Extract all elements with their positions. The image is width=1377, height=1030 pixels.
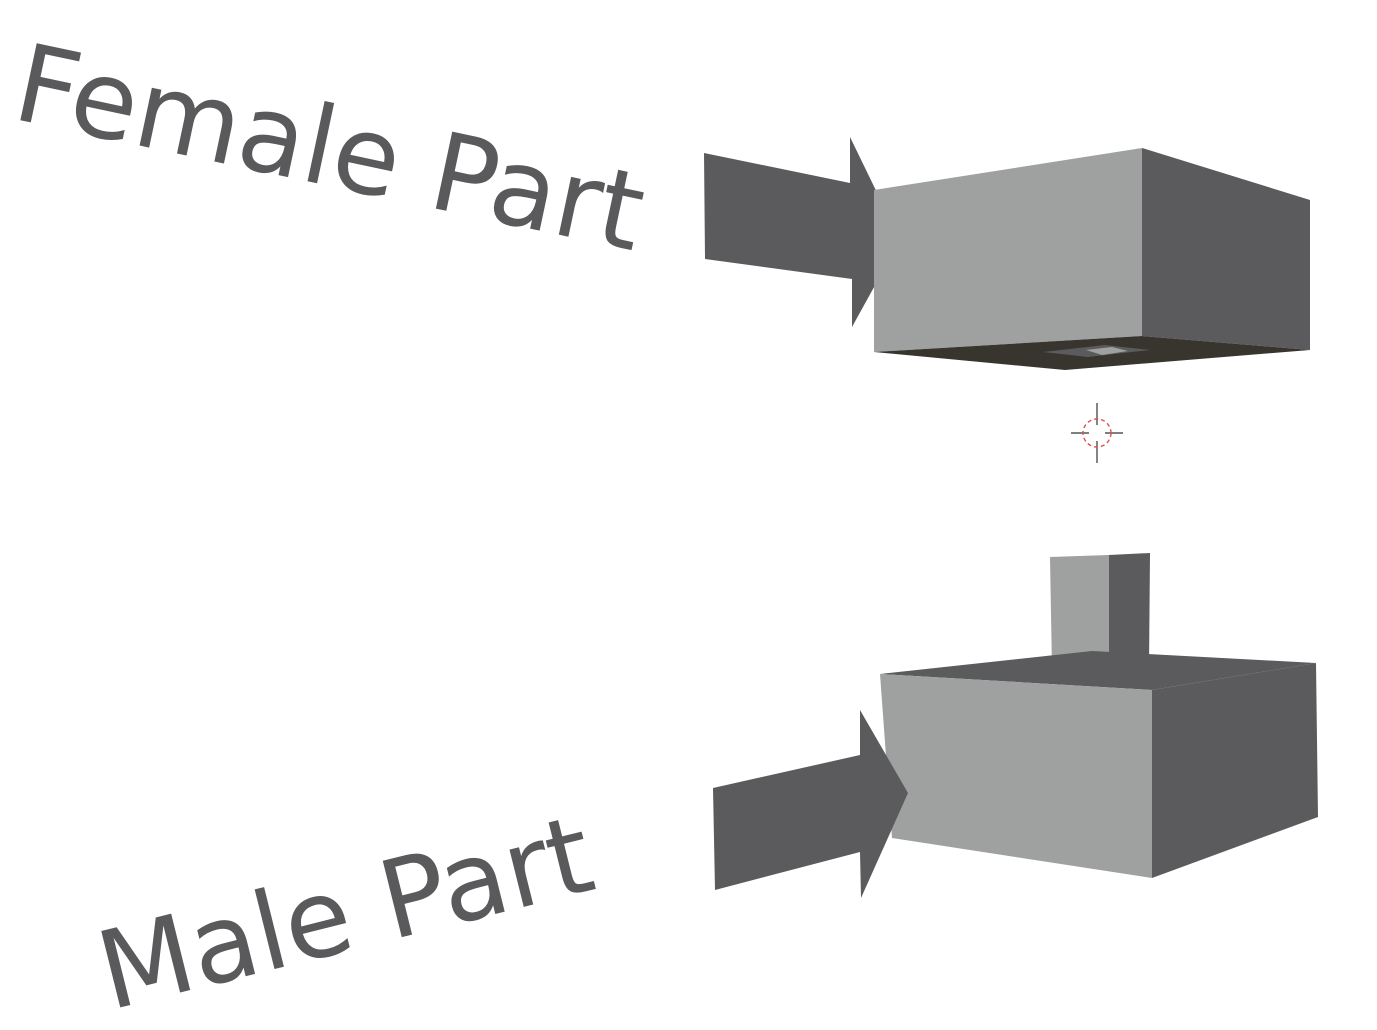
- male-part-peg-side: [1109, 553, 1150, 674]
- female-part-label-text: Female Part: [5, 21, 655, 276]
- female-part-arrow: [704, 137, 900, 327]
- male-part-front-face: [880, 674, 1152, 878]
- male-part-label-text: Male Part: [86, 792, 605, 1030]
- female-part-label: Female Part: [5, 21, 655, 276]
- female-part-box[interactable]: [874, 148, 1310, 370]
- male-part-peg-front: [1050, 555, 1109, 674]
- male-part-box[interactable]: [880, 651, 1318, 878]
- male-part-arrow: [713, 710, 908, 898]
- female-part-socket-hole-inner: [1086, 347, 1128, 355]
- male-part-peg[interactable]: [1050, 553, 1150, 674]
- male-part-top-face: [880, 651, 1316, 690]
- 3d-cursor-icon[interactable]: [1071, 403, 1123, 463]
- female-part-side-face: [1142, 148, 1310, 350]
- female-part-front-face: [874, 148, 1142, 352]
- male-part-label: Male Part: [86, 792, 605, 1030]
- male-part-side-face: [1152, 663, 1318, 878]
